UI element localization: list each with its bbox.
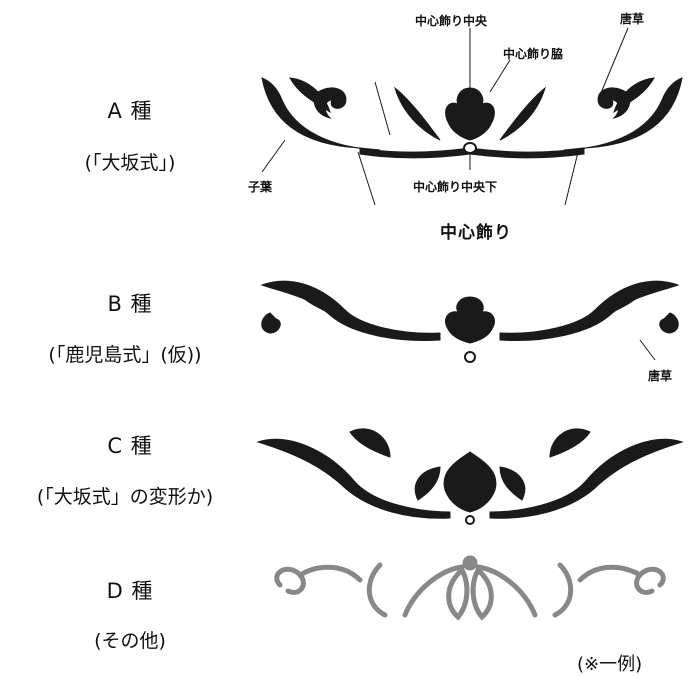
d-left-curl	[274, 566, 306, 595]
leader-center-side	[489, 59, 511, 93]
d-center-bud	[462, 555, 478, 571]
annotation-karakusa-a: 唐草	[620, 12, 645, 26]
type-d-ornament	[274, 555, 666, 621]
a-right-scroll	[563, 77, 683, 151]
a-center-side-right	[499, 86, 546, 141]
annotation-karakusa-b: 唐草	[648, 369, 673, 383]
b-right-scroll	[499, 280, 680, 341]
c-center-petal-left	[414, 466, 441, 501]
leader-child-leaf	[261, 139, 286, 173]
a-left-scroll	[261, 77, 381, 151]
type-c-sublabel: (「大坂式」の変形か)	[36, 486, 214, 508]
c-left-leaf	[349, 428, 391, 458]
type-a-label: A 種	[107, 99, 153, 123]
d-center-leaf-left	[446, 566, 470, 621]
bracket-right-bottom	[564, 151, 579, 206]
type-d-label: D 種	[106, 579, 154, 603]
type-b-sublabel: (「鹿児島式」(仮))	[48, 344, 202, 366]
c-center-lotus	[443, 451, 497, 513]
b-center-jewel	[464, 351, 476, 363]
c-right-leaf	[549, 428, 591, 458]
a-left-leaf	[289, 77, 331, 114]
c-right-arm	[489, 438, 684, 519]
d-left-arc	[297, 564, 363, 583]
c-center-petal-right	[499, 466, 526, 501]
d-right-curl	[634, 566, 666, 595]
d-center-leaf-right	[470, 566, 494, 621]
d-right-arc	[577, 564, 643, 583]
b-center-bloom	[445, 296, 495, 344]
type-c-label: C 種	[107, 434, 153, 458]
d-left-paren	[366, 562, 388, 618]
a-right-curl	[597, 87, 631, 119]
bracket-left-top	[374, 81, 391, 136]
b-left-curl	[261, 312, 281, 334]
annotation-center-side: 中心飾り脇	[503, 47, 564, 61]
b-left-scroll	[260, 280, 441, 341]
leader-karakusa	[597, 27, 629, 101]
type-b-label: B 種	[107, 292, 153, 316]
a-right-leaf	[613, 77, 655, 114]
c-center-jewel	[465, 515, 475, 525]
d-left-petal	[402, 564, 465, 618]
a-center-bottom-jewel	[463, 142, 477, 154]
c-left-arm	[256, 438, 451, 519]
type-a-ornament	[261, 27, 683, 206]
type-b-ornament	[260, 280, 680, 363]
b-left-leaf	[298, 293, 343, 321]
example-note: (※一例)	[577, 654, 643, 675]
a-center-side-left	[394, 86, 441, 141]
a-center-bloom	[445, 87, 495, 141]
annotation-center-bottom: 中心飾り中央下	[413, 180, 498, 194]
d-right-petal	[475, 564, 538, 618]
b-right-curl	[659, 312, 679, 334]
type-a-sublabel: (「大坂式」)	[84, 152, 176, 174]
annotation-child-leaf: 子葉	[248, 180, 273, 194]
a-left-curl	[313, 87, 347, 119]
b-right-leaf	[597, 293, 642, 321]
d-right-paren	[552, 562, 574, 618]
type-c-ornament	[256, 428, 684, 525]
leader-karakusa-b	[639, 339, 656, 361]
annotation-center-group: 中心飾り	[440, 223, 512, 243]
type-d-sublabel: (その他)	[94, 630, 166, 652]
bracket-left-bottom	[357, 151, 376, 206]
annotation-center-top: 中心飾り中央	[415, 14, 488, 28]
